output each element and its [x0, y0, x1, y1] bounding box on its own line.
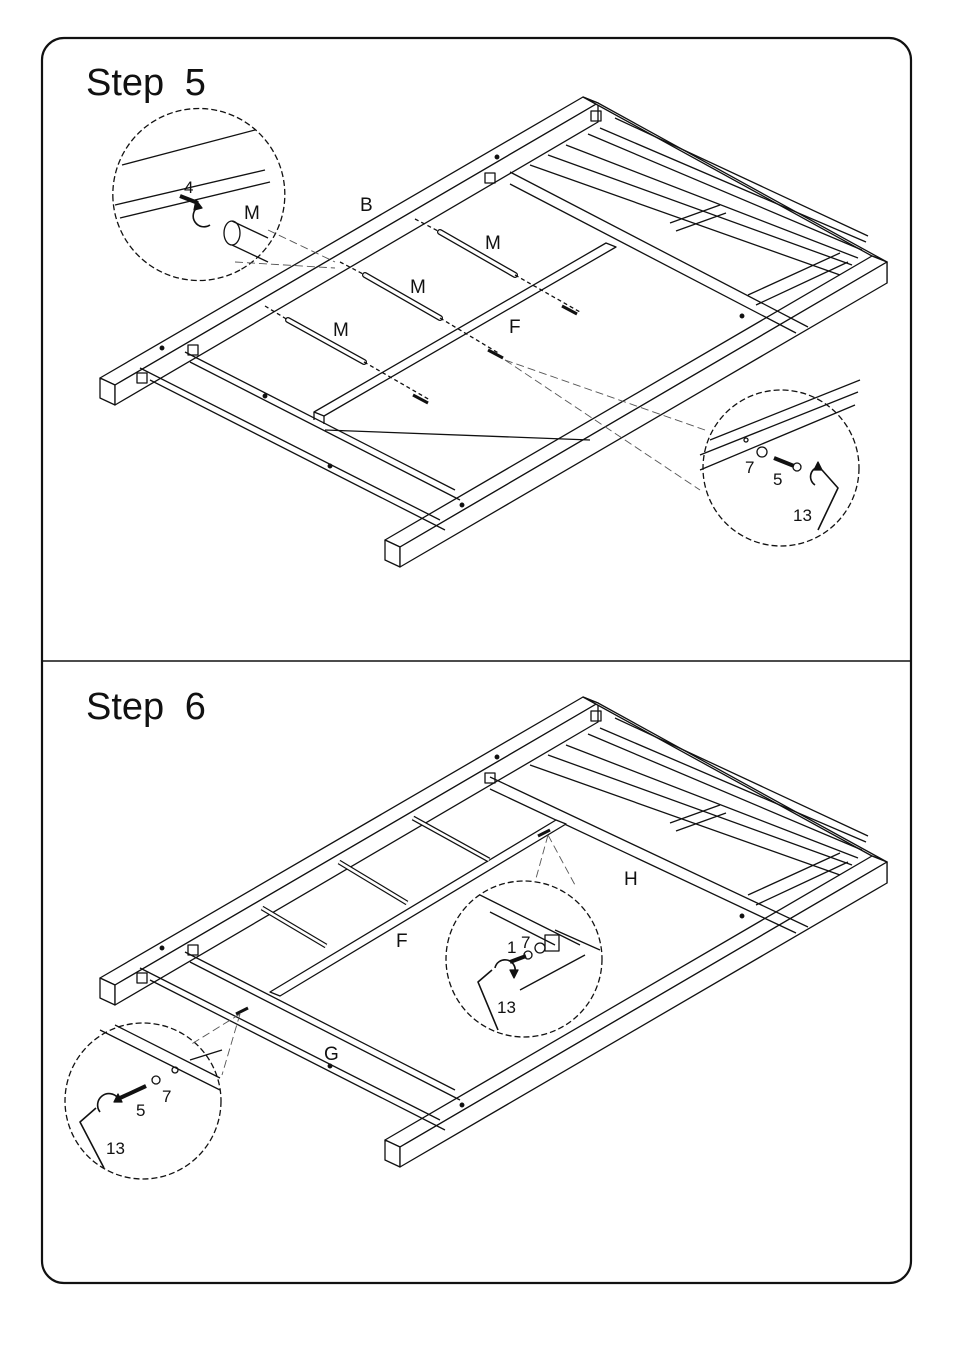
- label-slat-m1: M: [333, 320, 349, 341]
- label-dowel: 4: [184, 178, 193, 197]
- rail-g: [140, 968, 440, 1120]
- side-rail-b: [100, 97, 598, 385]
- label-right-washer: 7: [521, 933, 530, 952]
- bolt-5c: [562, 306, 577, 314]
- label-rail-f-6: F: [396, 931, 408, 952]
- step5-detail-dowel: [113, 108, 335, 280]
- label-bolt: 5: [773, 470, 782, 489]
- label-headboard-h: H: [624, 869, 638, 890]
- label-right-bolt: 1: [507, 938, 516, 957]
- label-washer: 7: [745, 458, 754, 477]
- label-slat-m2: M: [410, 277, 426, 298]
- label-frame-b: B: [360, 195, 373, 216]
- step5-diagram: [100, 97, 887, 567]
- step6-diagram: [65, 697, 887, 1179]
- label-detail-m: M: [244, 203, 260, 224]
- rail-f: [270, 820, 566, 996]
- label-wrench: 13: [793, 506, 812, 525]
- label-rail-g-6: G: [324, 1044, 339, 1065]
- step5-title: Step 5: [86, 62, 206, 105]
- label-left-wrench: 13: [106, 1139, 125, 1158]
- step6-title: Step 6: [86, 686, 206, 729]
- label-left-bolt: 5: [136, 1101, 145, 1120]
- bolt-5a: [413, 395, 428, 403]
- label-slat-m3: M: [485, 233, 501, 254]
- step6-detail-left: [65, 1014, 240, 1179]
- label-rail-f: F: [509, 317, 521, 338]
- center-rail-f: [314, 243, 616, 416]
- label-right-wrench: 13: [497, 998, 516, 1017]
- label-left-washer: 7: [162, 1087, 171, 1106]
